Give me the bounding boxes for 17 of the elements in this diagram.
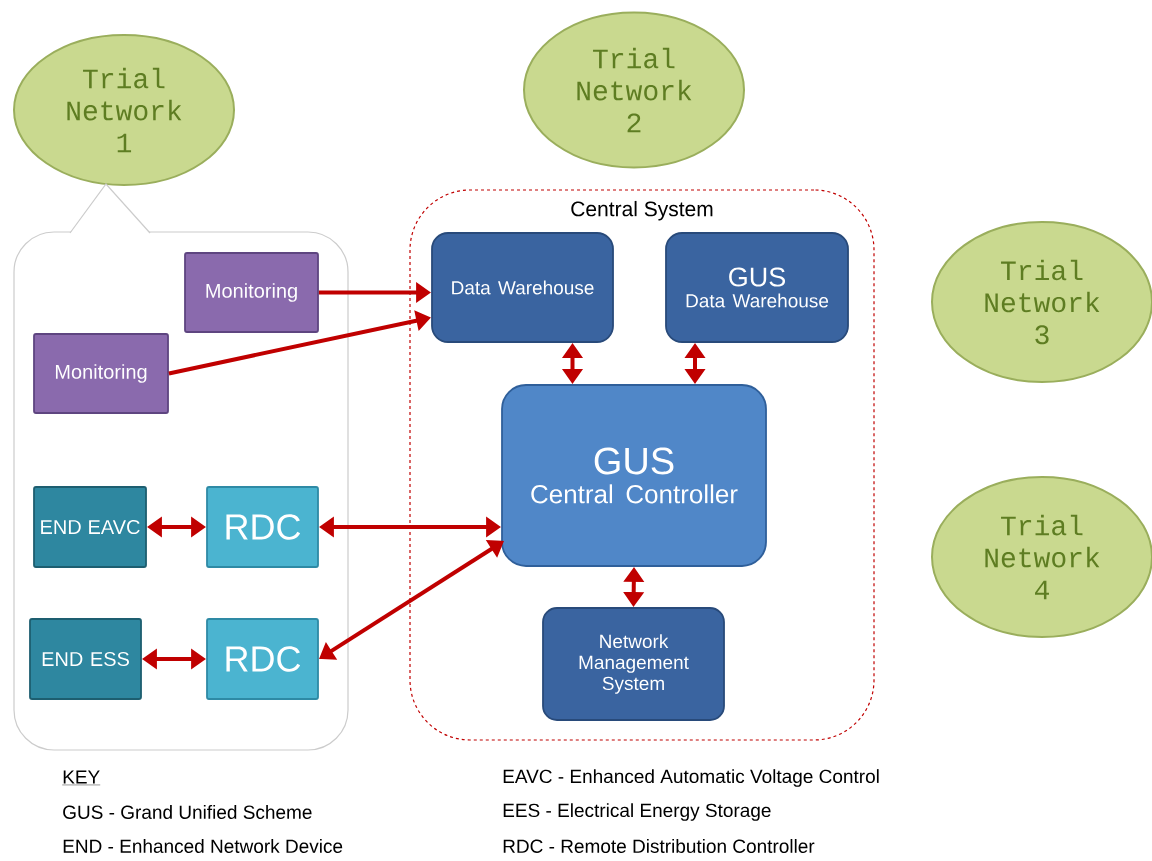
controller-box: RDC [206,618,319,700]
central-controller-box: GUS Central Controller [501,384,767,567]
warehouse-box: GUS Data Warehouse [665,232,849,343]
key-heading: KEY [62,770,101,786]
management-box: Network Management System [542,607,725,721]
key-entry: EAVC - Enhanced Automatic Voltage Control [503,769,879,787]
controller-box: RDC [206,486,319,568]
key-entry: EES - Electrical Energy Storage [503,803,771,821]
warehouse-box: Data Warehouse [431,232,614,343]
key-entry: END - Enhanced Network Device [63,839,343,853]
monitoring-box: Monitoring [184,252,319,333]
monitoring-box: Monitoring [33,333,169,414]
device-box: END EAVC [33,486,147,568]
device-box: END ESS [29,618,142,700]
arrow [319,540,504,660]
key-entry: GUS - Grand Unified Scheme [63,805,312,819]
key-entry: RDC - Remote Distribution Controller [503,839,815,853]
